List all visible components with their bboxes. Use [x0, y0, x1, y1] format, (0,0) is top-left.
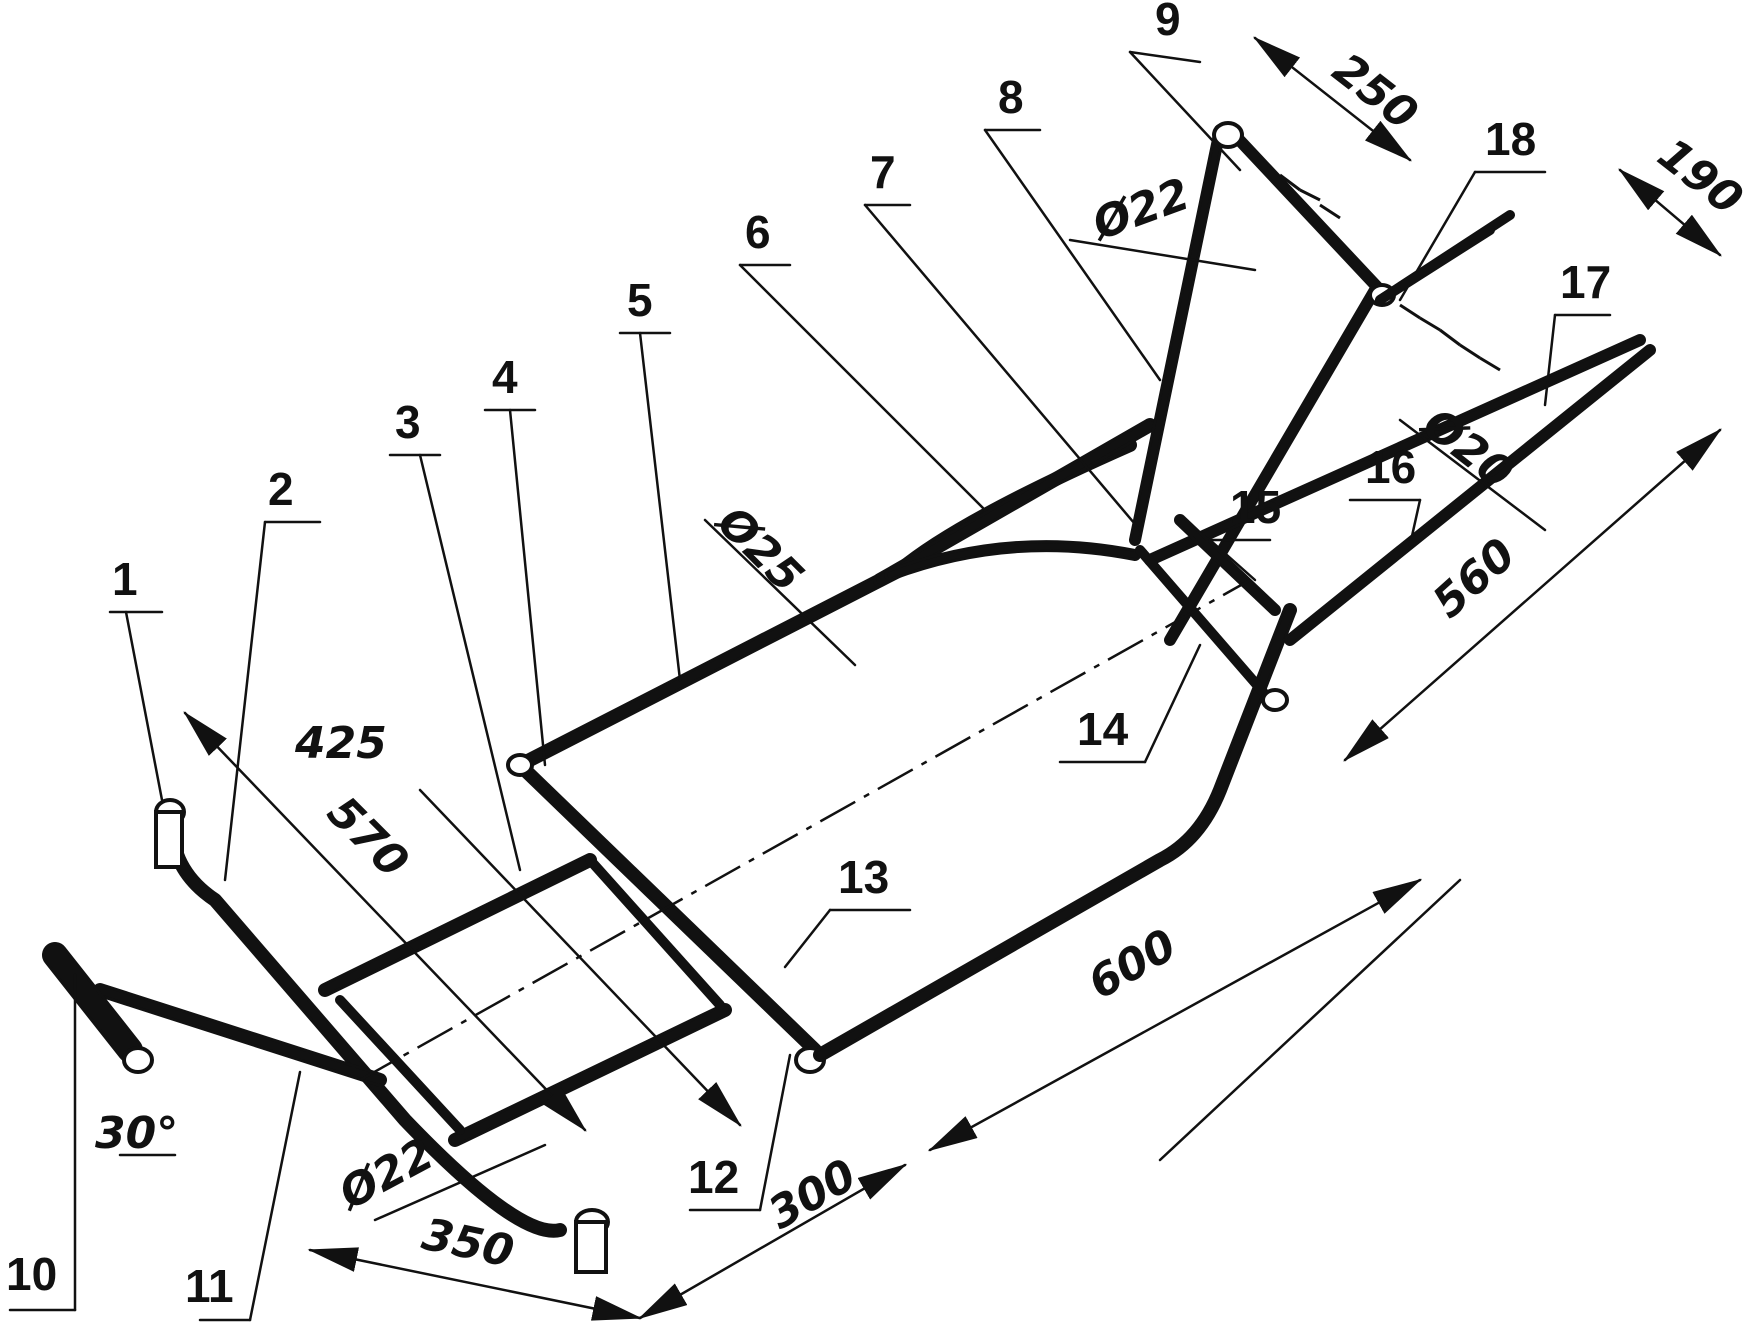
dim-300: 300 [760, 1149, 865, 1239]
callout-18: 18 [1485, 113, 1536, 165]
callout-12: 12 [688, 1151, 739, 1203]
dim-600: 600 [1080, 919, 1185, 1009]
callout-11: 11 [185, 1260, 234, 1312]
callout-14: 14 [1077, 703, 1129, 755]
dim-250: 250 [1323, 43, 1427, 140]
dim-dia22-bottom: Ø22 [329, 1128, 443, 1221]
callout-5: 5 [627, 274, 653, 326]
callout-2: 2 [268, 463, 294, 515]
callout-3: 3 [395, 396, 421, 448]
center-line [359, 578, 1251, 1082]
dimension-labels: 250 190 560 600 300 350 570 425 Ø22 Ø20 … [95, 43, 1750, 1277]
callout-4: 4 [492, 351, 518, 403]
callout-7: 7 [870, 146, 896, 198]
callout-6: 6 [745, 206, 771, 258]
callout-leaders [8, 50, 1612, 1322]
callout-9: 9 [1155, 0, 1181, 45]
callout-15: 15 [1230, 481, 1281, 533]
dim-350: 350 [418, 1209, 518, 1278]
callout-labels: 1 2 3 4 5 6 7 8 9 10 11 12 13 14 15 16 1… [6, 0, 1611, 1312]
dim-425: 425 [294, 718, 387, 769]
dim-570: 570 [317, 787, 418, 888]
dimension-lines [183, 36, 1722, 1321]
dim-dia22-top: Ø22 [1084, 169, 1197, 252]
callout-16: 16 [1365, 441, 1416, 493]
dim-dia25: Ø25 [705, 495, 813, 603]
callout-8: 8 [998, 71, 1024, 123]
callout-10: 10 [6, 1248, 57, 1300]
backrest-hatching [1279, 173, 1501, 372]
callout-1: 1 [112, 553, 138, 605]
callout-17: 17 [1560, 256, 1611, 308]
callout-13: 13 [838, 851, 889, 903]
dim-190: 190 [1648, 128, 1750, 225]
angle-30: 30° [95, 1108, 178, 1159]
